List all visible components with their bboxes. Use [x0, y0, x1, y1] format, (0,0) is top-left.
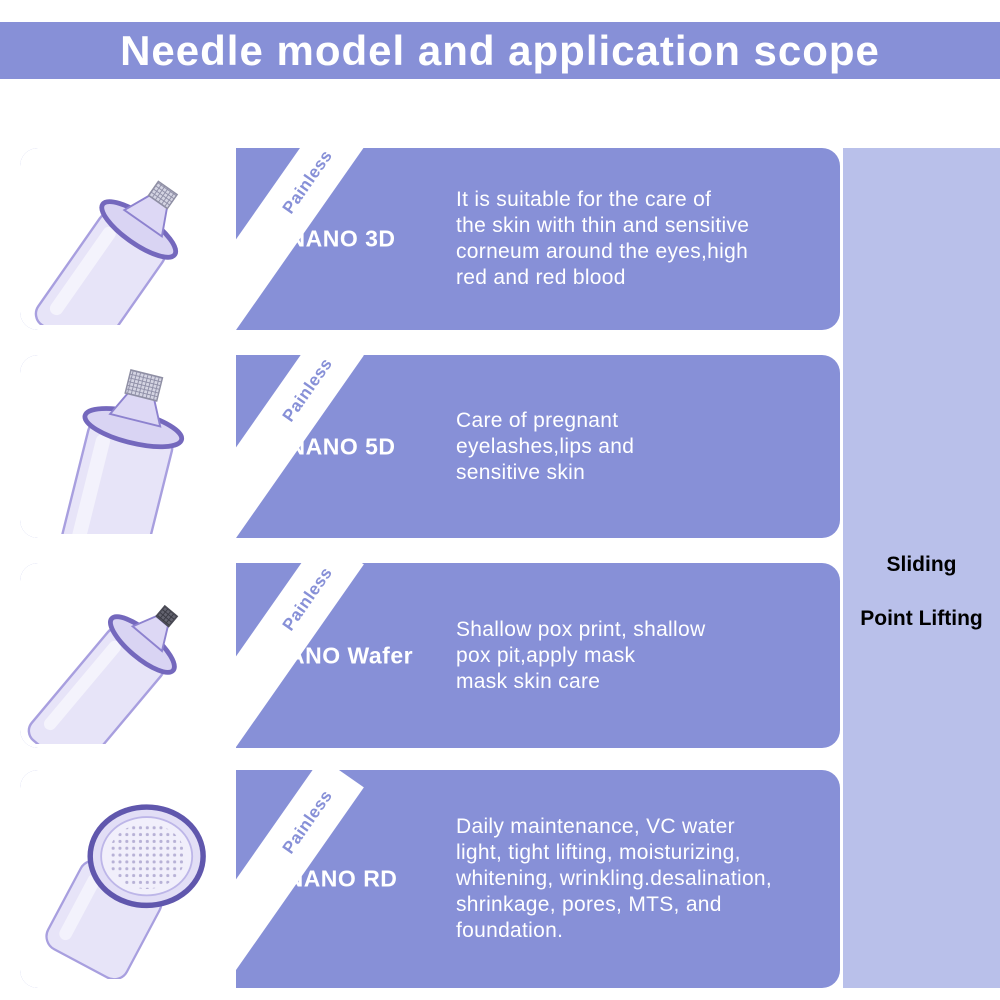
page-title: Needle model and application scope [0, 22, 1000, 79]
ribbon-label: Painless [278, 563, 337, 634]
ribbon-label: Painless [278, 786, 337, 858]
description-text: It is suitable for the care of the skin … [456, 188, 750, 289]
nano-5d-panel: Painless [20, 355, 840, 538]
sidebar-caption-line-1: Sliding [886, 553, 957, 576]
nano-5d-cartridge-illustration [58, 368, 185, 534]
nano-wafer-photo [20, 563, 236, 748]
nano-3d-photo [20, 148, 236, 330]
model-description-nano-rd: Daily maintenance, VC water light, tight… [456, 770, 828, 988]
model-name-nano-wafer: NANO Wafer [270, 642, 414, 668]
sidebar-caption-line-2: Point Lifting [860, 607, 983, 630]
model-description-nano-wafer: Shallow pox print, shallow pox pit,apply… [456, 563, 828, 748]
model-description-nano-5d: Care of pregnant eyelashes,lips and sens… [456, 355, 828, 538]
row-nano-wafer: Painless [20, 563, 840, 748]
model-name-nano-5d: NANO 5D [288, 433, 396, 459]
sidebar-sliding-point-lifting: Sliding Point Lifting [843, 148, 1000, 988]
nano-rd-photo [20, 770, 236, 988]
description-text: Shallow pox print, shallow pox pit,apply… [456, 617, 706, 693]
ribbon-label: Painless [278, 148, 337, 218]
nano-5d-photo [20, 355, 236, 538]
nano-3d-panel: Painless [20, 148, 840, 330]
nano-3d-cartridge-illustration [34, 180, 179, 325]
nano-wafer-panel: Painless [20, 563, 840, 748]
description-text: Daily maintenance, VC water light, tight… [456, 815, 773, 942]
row-nano-3d: Painless [20, 148, 840, 330]
model-name-nano-3d: NANO 3D [288, 225, 396, 252]
nano-wafer-cartridge-illustration [27, 604, 179, 744]
row-nano-5d: Painless [20, 355, 840, 538]
description-text: Care of pregnant eyelashes,lips and sens… [456, 408, 635, 484]
ribbon-label: Painless [278, 355, 337, 425]
nano-rd-cartridge-illustration [45, 804, 206, 979]
sidebar-caption: Sliding Point Lifting [843, 553, 1000, 631]
row-nano-rd: Painless NANO RD [20, 770, 840, 988]
model-description-nano-3d: It is suitable for the care of the skin … [456, 148, 828, 330]
nano-rd-panel: Painless NANO RD [20, 770, 840, 988]
model-name-nano-rd: NANO RD [286, 865, 398, 892]
